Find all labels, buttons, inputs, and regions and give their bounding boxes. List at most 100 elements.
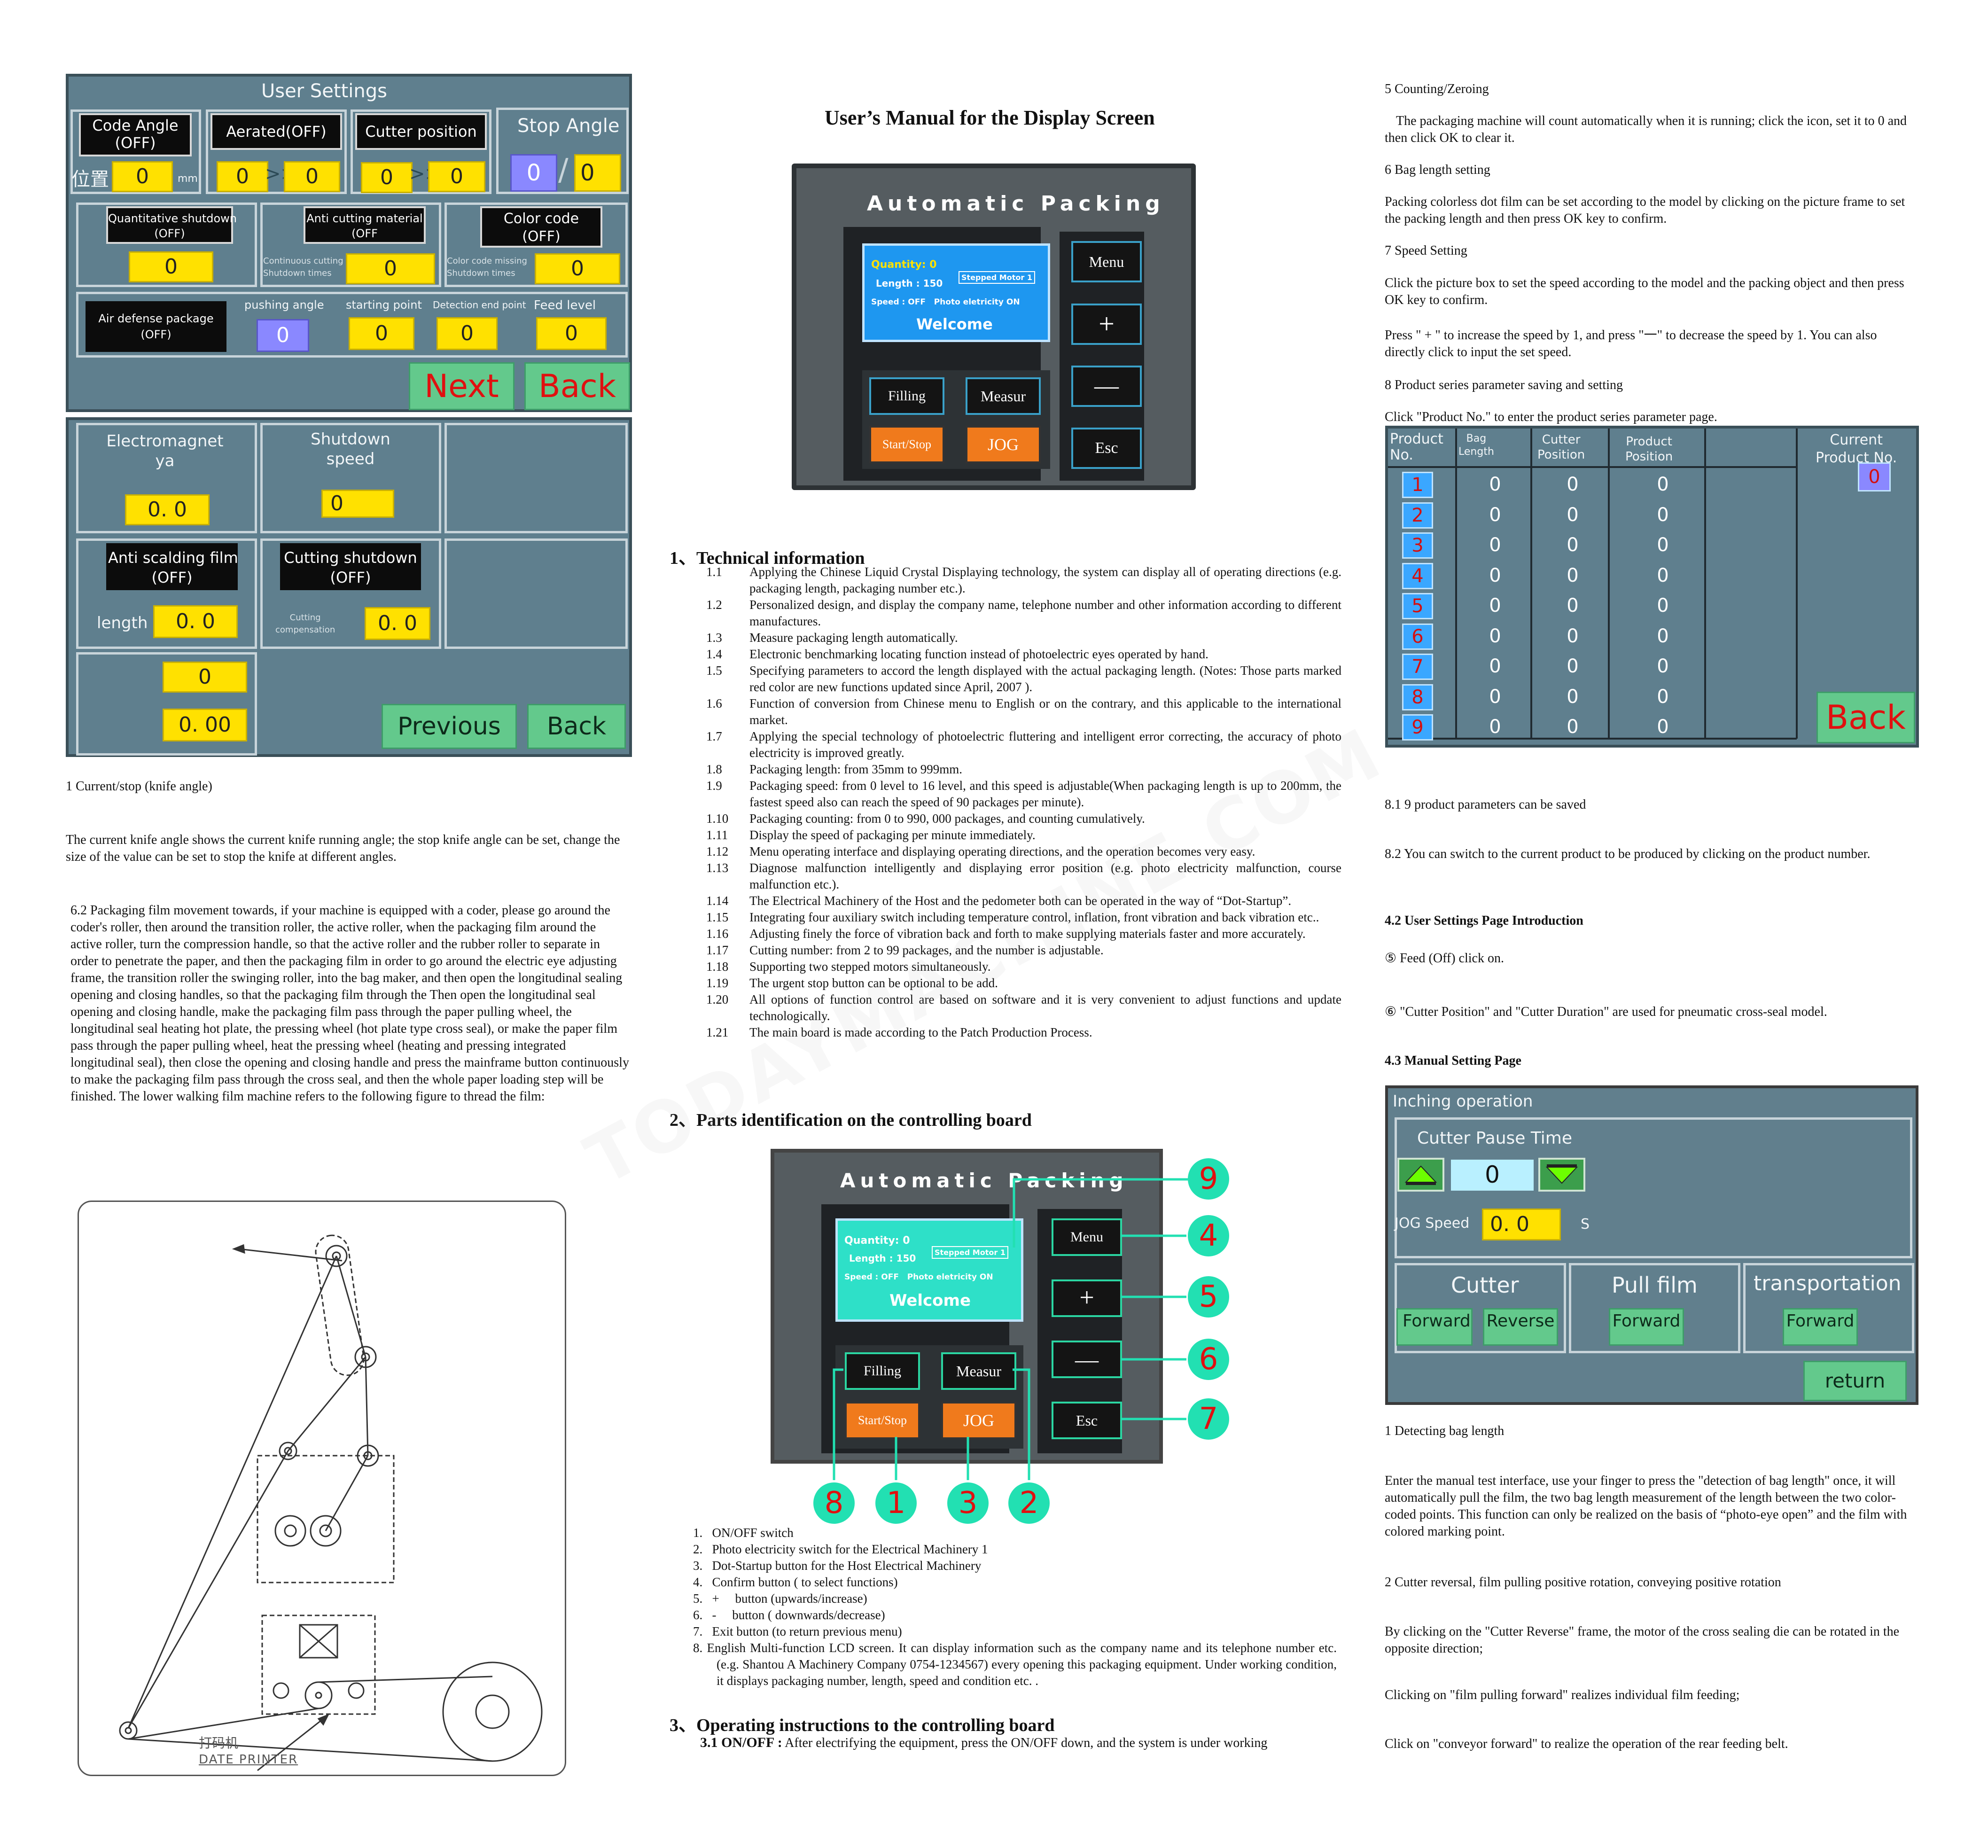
product-number-button[interactable]: 7	[1402, 654, 1433, 680]
cutter-pause-label: Cutter Pause Time	[1417, 1129, 1572, 1148]
detection-end-input[interactable]: 0	[437, 317, 498, 350]
plus-button-2[interactable]: +	[1052, 1279, 1122, 1317]
table-cell: 0	[1567, 474, 1579, 495]
pull-film-label: Pull film	[1612, 1272, 1698, 1298]
product-number-button[interactable]: 2	[1402, 502, 1433, 529]
measur-button-1[interactable]: Measur	[966, 377, 1041, 415]
quant-shutdown-label[interactable]: Quantitative shutdown (OFF)	[106, 206, 237, 244]
part-item: 2. Photo electricity switch for the Elec…	[693, 1542, 988, 1556]
product-number-button[interactable]: 6	[1402, 623, 1433, 650]
anti-scalding-label[interactable]: Anti scalding film (OFF)	[106, 543, 238, 590]
minus-button-1[interactable]: —	[1071, 366, 1142, 407]
transportation-label: transportation	[1754, 1271, 1902, 1295]
aerated-input-b[interactable]: 0	[284, 161, 340, 192]
product-number-button[interactable]: 1	[1402, 472, 1433, 498]
cutter-position-label[interactable]: Cutter position	[355, 113, 487, 150]
product-series-paragraph: Click "Product No." to enter the product…	[1385, 410, 1717, 424]
air-defense-label[interactable]: Air defense package (OFF)	[86, 301, 226, 352]
jog-button-1[interactable]: JOG	[966, 426, 1041, 463]
cutter-pause-input[interactable]: 0	[1451, 1160, 1534, 1191]
color-code-input[interactable]: 0	[535, 253, 620, 284]
cutter-forward-button[interactable]: Forward	[1396, 1308, 1473, 1346]
back2-button[interactable]: Back	[527, 704, 626, 749]
anti-cutting-input[interactable]: 0	[346, 253, 435, 284]
value-a-input[interactable]: 0	[163, 662, 247, 693]
product-number-button[interactable]: 8	[1402, 684, 1433, 710]
jog-speed-input[interactable]: 0. 0	[1482, 1209, 1561, 1240]
part-item: 7. Exit button (to return previous menu)	[693, 1624, 902, 1638]
quant-shutdown-input[interactable]: 0	[129, 251, 213, 282]
current-product-value[interactable]: 0	[1858, 462, 1891, 491]
value-b-input[interactable]: 0. 00	[163, 709, 247, 741]
start-stop-button-2[interactable]: Start/Stop	[845, 1402, 920, 1439]
filling-button-2[interactable]: Filling	[845, 1352, 920, 1390]
user-settings-panel: User Settings Code Angle (OFF) 位置 0 mm A…	[66, 74, 632, 412]
measur-button-2[interactable]: Measur	[941, 1352, 1016, 1390]
part-item: 6. - button ( downwards/decrease)	[693, 1608, 885, 1622]
product-number-button[interactable]: 4	[1402, 562, 1433, 589]
anti-scalding-group	[76, 538, 257, 649]
back-button[interactable]: Back	[524, 362, 630, 410]
previous-button[interactable]: Previous	[382, 704, 517, 749]
callout-2: 2	[1008, 1482, 1050, 1524]
cutting-compensation-input[interactable]: 0. 0	[365, 607, 430, 640]
feed-level-label: Feed level	[534, 298, 596, 312]
start-stop-button-1[interactable]: Start/Stop	[869, 426, 944, 463]
filling-button-1[interactable]: Filling	[869, 377, 944, 415]
jog-button-2[interactable]: JOG	[941, 1402, 1016, 1439]
next-button[interactable]: Next	[409, 362, 515, 410]
tech-item-number: 1.11	[706, 828, 728, 842]
product-number-button[interactable]: 9	[1402, 714, 1433, 741]
cutting-shutdown-label[interactable]: Cutting shutdown (OFF)	[280, 543, 421, 590]
starting-point-input[interactable]: 0	[349, 317, 414, 350]
transportation-group	[1743, 1263, 1914, 1353]
decrease-arrow-icon[interactable]	[1538, 1158, 1585, 1192]
product-number-button[interactable]: 3	[1402, 532, 1433, 559]
electromagnet-input[interactable]: 0. 0	[125, 494, 210, 525]
menu-button-1[interactable]: Menu	[1071, 241, 1142, 282]
anti-cutting-label[interactable]: Anti cutting material (OFF	[304, 206, 426, 244]
pushing-angle-label: pushing angle	[244, 298, 324, 312]
return-button[interactable]: return	[1803, 1361, 1907, 1401]
feed-level-input[interactable]: 0	[536, 317, 607, 350]
table-cell: 0	[1657, 716, 1669, 738]
product-number-button[interactable]: 5	[1402, 593, 1433, 619]
cutter-reverse-button[interactable]: Reverse	[1483, 1308, 1558, 1346]
values-group	[76, 652, 257, 756]
tech-item-number: 1.4	[706, 647, 722, 661]
product-back-button[interactable]: Back	[1816, 692, 1915, 743]
plus-button-1[interactable]: +	[1071, 304, 1142, 345]
increase-arrow-icon[interactable]	[1397, 1158, 1444, 1192]
code-angle-input[interactable]: 0	[112, 161, 173, 192]
callout-3: 3	[947, 1482, 989, 1524]
cutter-position-input-b[interactable]: 0	[428, 161, 485, 192]
color-code-label[interactable]: Color code (OFF)	[480, 206, 602, 248]
shutdown-speed-input[interactable]: 0	[321, 490, 394, 518]
minus-button-2[interactable]: —	[1052, 1341, 1122, 1378]
tech-item-text: Supporting two stepped motors simultaneo…	[749, 959, 991, 974]
feed-off-text: ⑤ Feed (Off) click on.	[1385, 951, 1504, 966]
length-input[interactable]: 0. 0	[153, 605, 238, 638]
stop-angle-input[interactable]: 0	[574, 154, 621, 192]
cutter-position-input-a[interactable]: 0	[361, 162, 413, 193]
esc-button-1[interactable]: Esc	[1071, 428, 1142, 469]
tech-item-number: 1.8	[706, 762, 722, 776]
pull-film-forward-button[interactable]: Forward	[1609, 1308, 1684, 1346]
starting-point-label: starting point	[346, 298, 422, 312]
pushing-angle-value[interactable]: 0	[257, 319, 309, 352]
cutter-position-group	[351, 109, 491, 194]
tech-item-number: 1.5	[706, 663, 722, 678]
aerated-label[interactable]: Aerated(OFF)	[210, 113, 342, 150]
transportation-forward-button[interactable]: Forward	[1783, 1308, 1858, 1346]
current-angle-value: 0	[510, 154, 557, 192]
aerated-input-a[interactable]: 0	[217, 161, 268, 192]
speed-setting-paragraph-b: Press " + " to increase the speed by 1, …	[1385, 328, 1877, 359]
angle-slash: /	[558, 153, 569, 187]
menu-button-2[interactable]: Menu	[1052, 1218, 1122, 1256]
esc-button-2[interactable]: Esc	[1052, 1402, 1122, 1439]
code-angle-label[interactable]: Code Angle (OFF)	[79, 113, 192, 156]
